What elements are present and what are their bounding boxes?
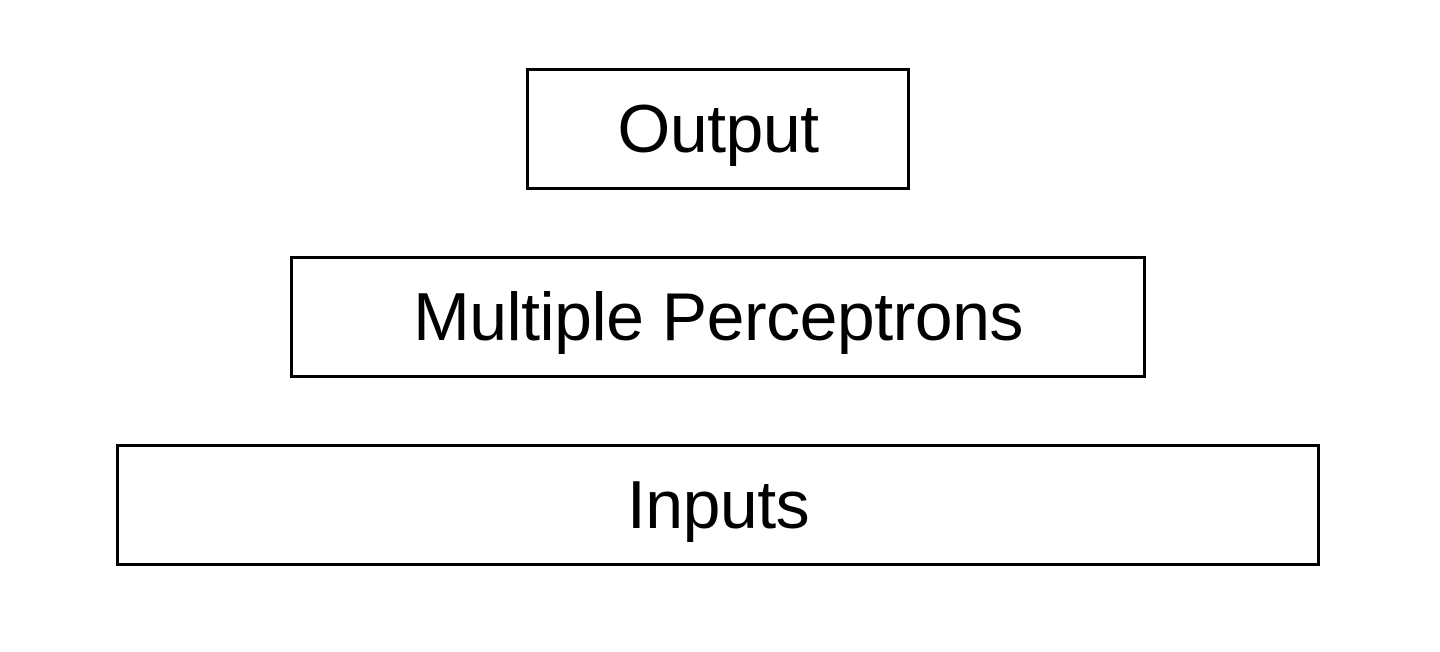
perceptrons-layer-label: Multiple Perceptrons [413,279,1023,355]
inputs-layer-box: Inputs [116,444,1320,566]
perceptrons-layer-box: Multiple Perceptrons [290,256,1146,378]
output-layer-label: Output [617,91,819,167]
inputs-layer-label: Inputs [626,467,810,543]
output-layer-box: Output [526,68,910,190]
